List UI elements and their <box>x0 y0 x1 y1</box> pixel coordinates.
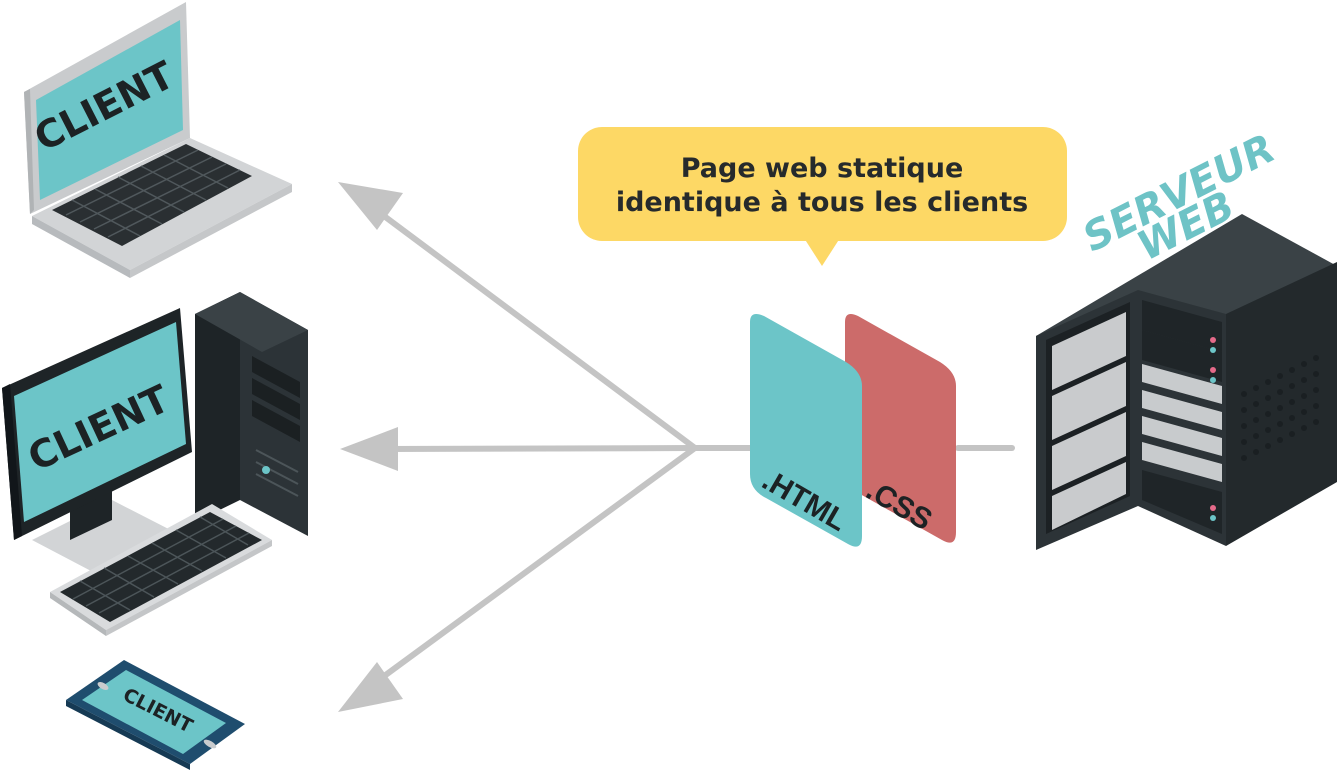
web-server: SERVEUR WEB <box>1036 126 1337 550</box>
html-file-sheet <box>750 314 862 547</box>
phone-screen <box>82 670 226 754</box>
arrow-line-desktop <box>382 445 698 452</box>
laptop-client: CLIENT <box>24 2 292 278</box>
arrowheads <box>338 182 403 712</box>
bubble-tail <box>804 238 840 266</box>
desktop-client: CLIENT <box>2 292 308 636</box>
monitor-screen <box>14 322 186 522</box>
desktop-tower-side <box>195 292 240 522</box>
speech-bubble: Page web statique identique à tous les c… <box>578 127 1067 266</box>
arrowhead-laptop <box>338 182 403 230</box>
arrows <box>369 204 1015 688</box>
arrow-line-phone <box>369 445 698 688</box>
bubble-line-2: identique à tous les clients <box>616 187 1028 218</box>
css-file-sheet <box>845 314 956 543</box>
phone-client: CLIENT <box>66 660 245 770</box>
server-rack-units <box>1142 300 1222 534</box>
laptop-screen <box>36 20 183 200</box>
css-file: .CSS <box>845 314 956 543</box>
bubble-line-1: Page web statique <box>681 153 964 184</box>
arrow-line-laptop <box>369 204 698 451</box>
arrowhead-desktop <box>340 427 398 471</box>
bubble-box <box>578 127 1067 241</box>
arrowhead-phone <box>338 662 403 712</box>
server-side <box>1226 262 1337 546</box>
